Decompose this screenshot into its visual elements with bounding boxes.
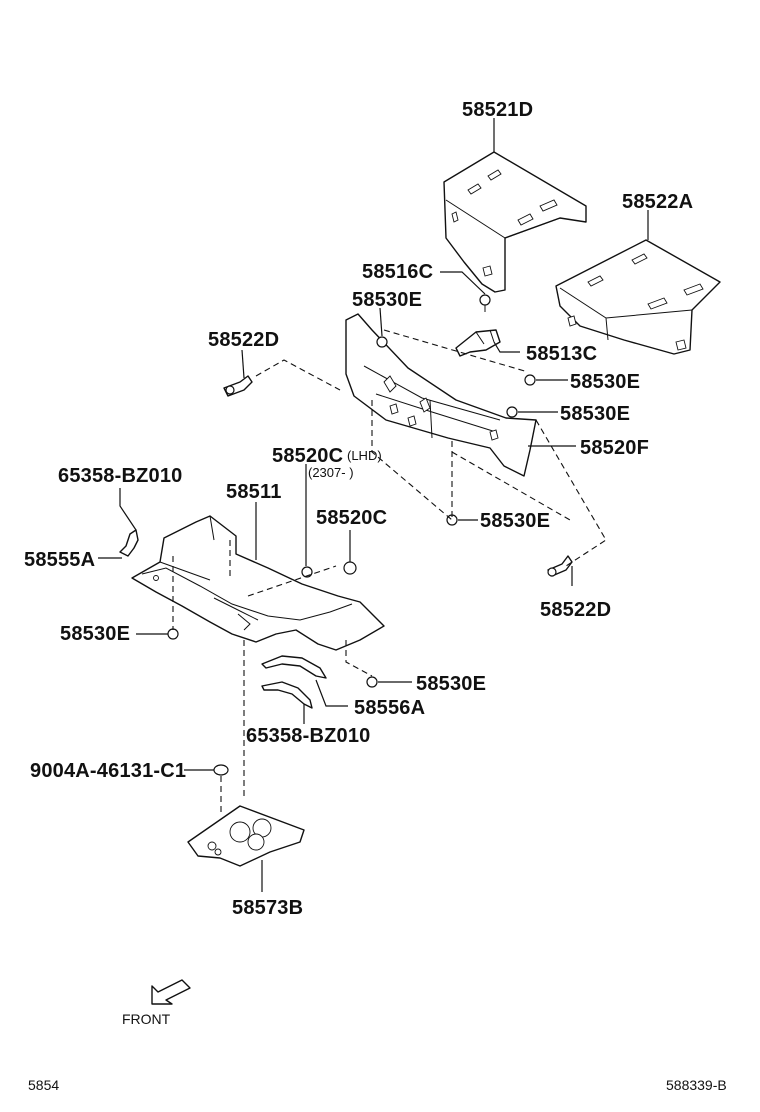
- leader-lines: [98, 118, 649, 892]
- label-58522a[interactable]: 58522A: [622, 191, 693, 213]
- label-58530e-d[interactable]: 58530E: [480, 510, 550, 532]
- fastener-58520c: [343, 561, 357, 575]
- fastener-58516c: [479, 294, 491, 312]
- label-58520c-lhd[interactable]: 58520C: [272, 445, 343, 467]
- fastener-58530e-a: [376, 336, 388, 348]
- fastener-58530e-b: [524, 374, 536, 386]
- part-58511-shape: [131, 515, 385, 651]
- label-58530e-c[interactable]: 58530E: [560, 403, 630, 425]
- label-front: FRONT: [122, 1011, 171, 1027]
- label-58530e-e[interactable]: 58530E: [60, 623, 130, 645]
- label-58573b[interactable]: 58573B: [232, 897, 303, 919]
- label-58530e-b[interactable]: 58530E: [570, 371, 640, 393]
- part-58520f-shape: [345, 313, 537, 477]
- label-58555a[interactable]: 58555A: [24, 549, 95, 571]
- part-58522d-clip-right: [547, 555, 573, 577]
- fastener-58530e-c: [506, 406, 518, 418]
- fastener-58530e-e: [167, 628, 179, 640]
- diagram-ref: 588339-B: [666, 1077, 727, 1093]
- fastener-58530e-f: [366, 676, 378, 688]
- label-58513c[interactable]: 58513C: [526, 343, 597, 365]
- part-58573b-shape: [187, 805, 305, 867]
- part-labels: 58521D 58522A 58516C 58530E 58522D 58513…: [24, 99, 727, 1093]
- part-58513c-shape: [455, 329, 501, 357]
- label-58511[interactable]: 58511: [226, 481, 282, 503]
- label-58522d-b[interactable]: 58522D: [540, 599, 611, 621]
- label-58516c[interactable]: 58516C: [362, 261, 433, 283]
- label-58521d[interactable]: 58521D: [462, 99, 533, 121]
- label-58520c[interactable]: 58520C: [316, 507, 387, 529]
- fastener-9004a: [213, 764, 229, 776]
- front-arrow-icon: [151, 979, 191, 1005]
- part-58556a-shape: [261, 655, 327, 709]
- part-58521d-shape: [443, 151, 587, 293]
- label-58522d-a[interactable]: 58522D: [208, 329, 279, 351]
- label-65358-bz010-a[interactable]: 65358-BZ010: [58, 465, 183, 487]
- part-58522d-clip-left: [223, 375, 253, 397]
- label-58530e-f[interactable]: 58530E: [416, 673, 486, 695]
- label-date-note: (2307- ): [308, 465, 354, 480]
- label-58556a[interactable]: 58556A: [354, 697, 425, 719]
- page-ref: 5854: [28, 1077, 59, 1093]
- label-65358-bz010-b[interactable]: 65358-BZ010: [246, 725, 371, 747]
- label-58520f[interactable]: 58520F: [580, 437, 649, 459]
- label-9004a-46131-c1[interactable]: 9004A-46131-C1: [30, 760, 186, 782]
- assembly-dashed-lines: [172, 329, 607, 812]
- part-58522a-shape: [555, 239, 721, 355]
- part-58555a-shape: [119, 529, 139, 557]
- label-lhd-note: (LHD): [347, 448, 382, 463]
- label-58530e-a[interactable]: 58530E: [352, 289, 422, 311]
